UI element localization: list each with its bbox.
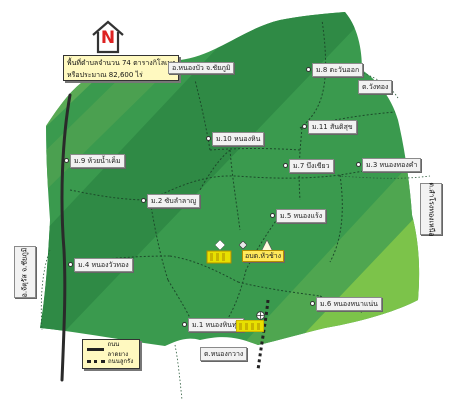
village-label-8: ม.8 ตะวันออก <box>312 63 364 77</box>
paved-road-swatch <box>87 347 105 351</box>
temple-icon <box>260 240 274 252</box>
village-dot <box>310 301 315 306</box>
area-info-box: พื้นที่ตำบลจำนวน 74 ตารางกิโลเมตร หรือปร… <box>63 55 179 81</box>
village-dot <box>182 322 187 327</box>
village-dot <box>306 67 311 72</box>
village-label-6: ม.6 หนองหนาแน่น <box>316 297 382 311</box>
map-legend: ถนนลาดยาง ถนนลูกรัง <box>82 339 140 369</box>
neighbor-label-south: ต.หนองกวาง <box>200 347 248 361</box>
neighbor-label-west: อ.จัตุรัส จ.ชัยภูมิ <box>14 246 36 298</box>
village-dot <box>68 262 73 267</box>
neighbor-label-east-text: ต.สำโรงทองเหนือ <box>427 181 436 237</box>
village-dot <box>141 198 146 203</box>
village-label-11: ม.11 สันติสุข <box>308 120 357 134</box>
area-info-line-2: หรือประมาณ 82,600 ไร่ <box>67 71 143 79</box>
legend-laterite-label: ถนนลูกรัง <box>108 358 134 365</box>
village-dot <box>302 124 307 129</box>
village-dot <box>206 136 211 141</box>
village-label-4: ม.4 หนองวัวทอง <box>74 258 133 272</box>
neighbor-label-east: ต.สำโรงทองเหนือ <box>420 181 442 237</box>
north-letter: N <box>100 28 116 48</box>
village-label-7: ม.7 บึงเขียว <box>289 159 334 173</box>
laterite-road-swatch <box>87 359 105 363</box>
boundary-lines <box>40 71 431 401</box>
village-label-9: ม.9 ห้วยน้ำเค็ม <box>70 154 125 168</box>
village-dot <box>270 213 275 218</box>
north-arrow-icon: N <box>91 20 125 54</box>
neighbor-label-north-west: อ.หนองบัว จ.ชัยภูมิ <box>168 62 235 74</box>
legend-row-laterite: ถนนลูกรัง <box>87 356 133 366</box>
legend-row-paved: ถนนลาดยาง <box>87 341 139 358</box>
village-label-10: ม.10 หนองหิน <box>212 132 265 146</box>
neighbor-label-west-text: อ.จัตุรัส จ.ชัยภูมิ <box>20 247 29 297</box>
village-label-3: ม.3 หนองทองคำ <box>362 158 422 172</box>
marker-diamond-icon <box>239 241 247 249</box>
village-dot <box>356 162 361 167</box>
area-info-line-1: พื้นที่ตำบลจำนวน 74 ตารางกิโลเมตร <box>67 59 175 67</box>
school-icon <box>206 240 232 264</box>
village-dot <box>64 158 69 163</box>
paved-road <box>60 93 72 382</box>
village-label-2: ม.2 ซับลำลาญู <box>147 194 201 208</box>
neighbor-label-north-east: ต.วังทอง <box>358 80 393 94</box>
tao-office-label: อบต.หัวช้าง <box>242 250 285 262</box>
village-dot <box>283 163 288 168</box>
health-center-icon <box>256 311 265 320</box>
building-cluster-icon <box>236 320 264 332</box>
legend-paved-label: ถนนลาดยาง <box>107 341 129 358</box>
village-label-5: ม.5 หนองแร้ง <box>276 209 327 223</box>
